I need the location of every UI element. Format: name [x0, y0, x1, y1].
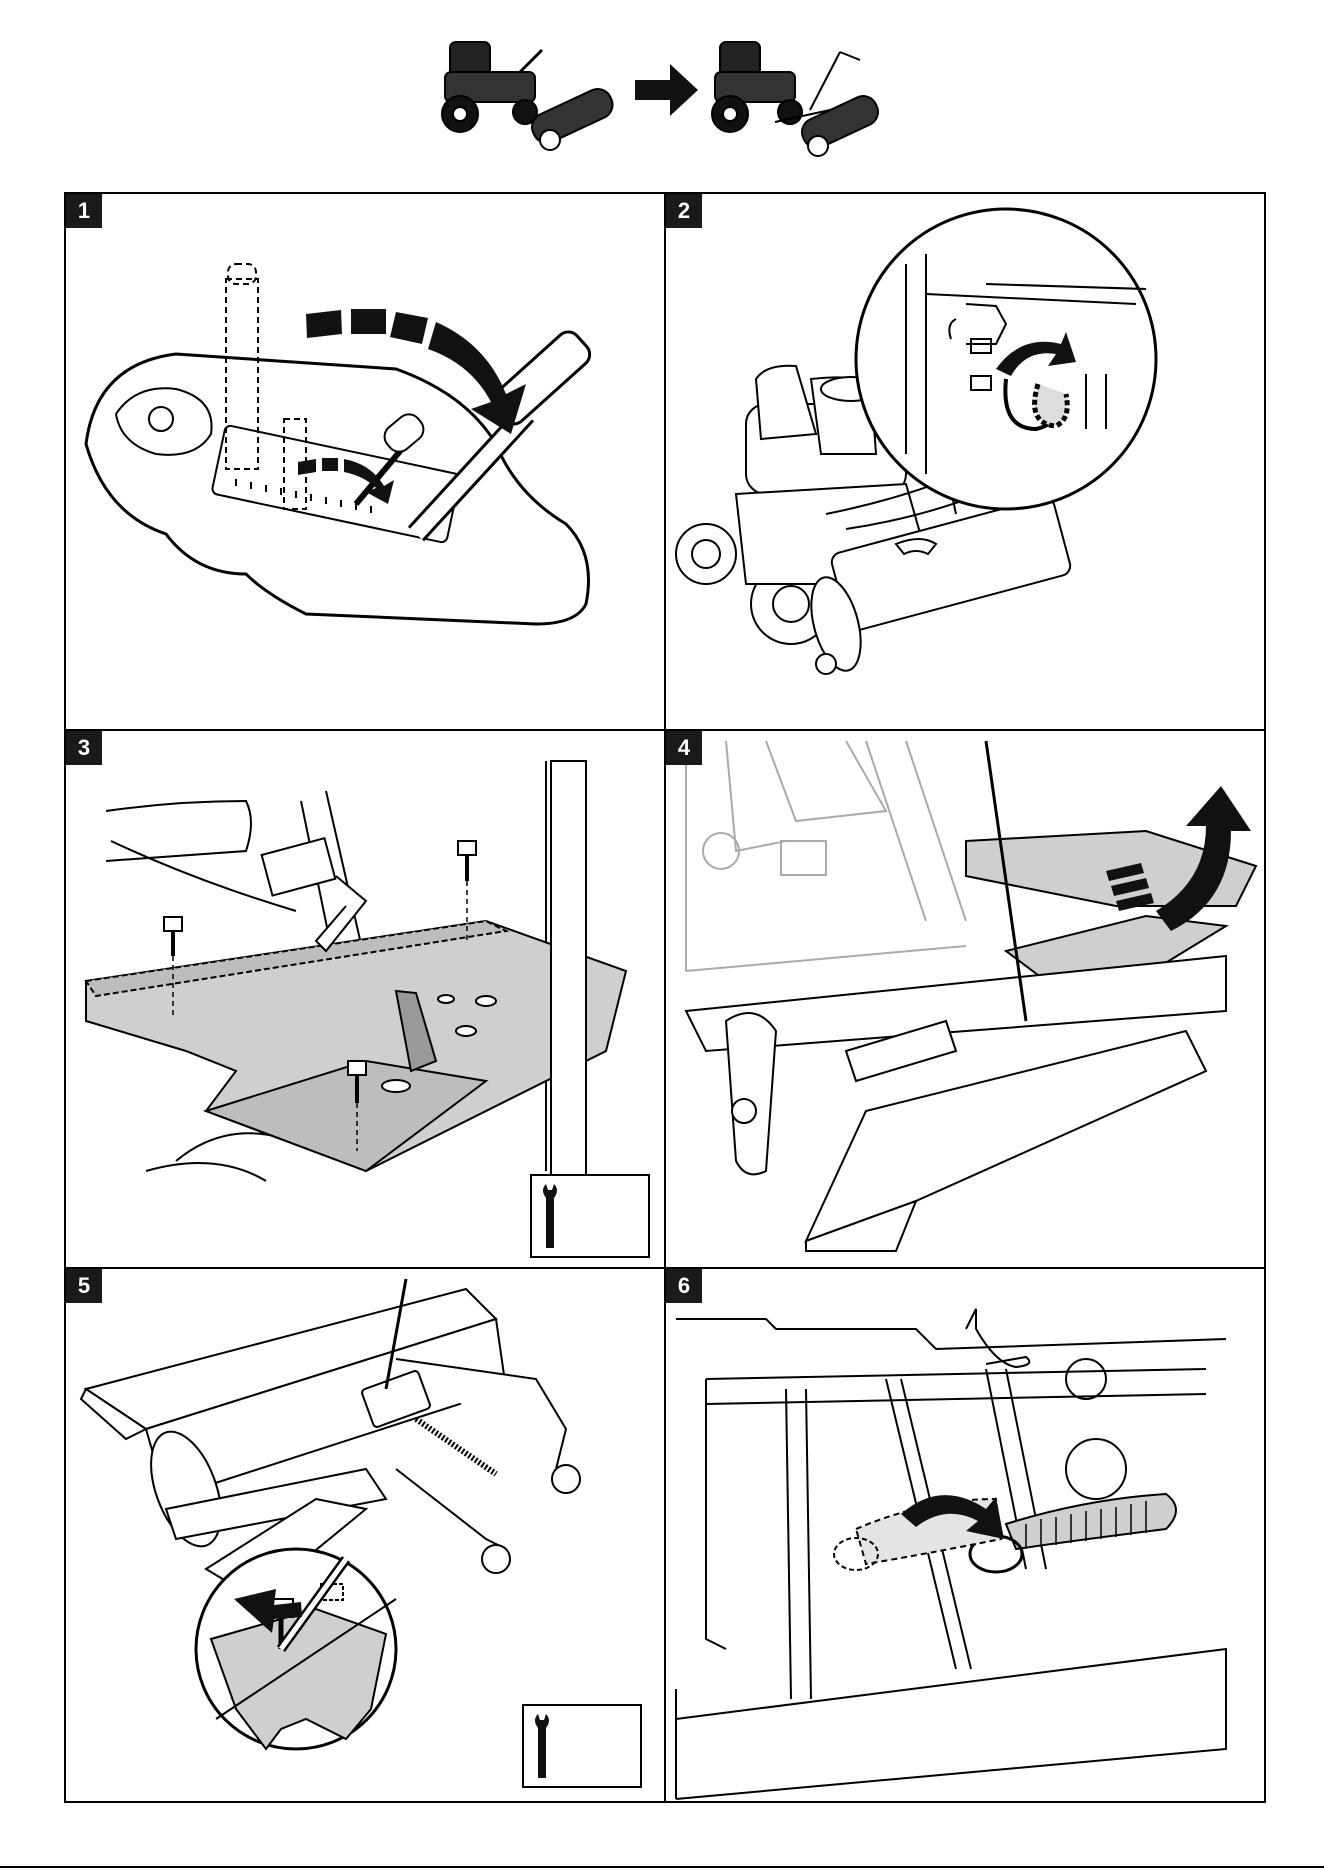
- arrow-right-icon: [635, 64, 698, 116]
- step-number-badge: 6: [666, 1269, 702, 1303]
- step-panel-1: 1: [66, 194, 664, 729]
- step-panel-5: 5: [66, 1269, 664, 1803]
- lever-adjust-illustration: [66, 194, 664, 729]
- step-number-badge: 2: [666, 194, 702, 228]
- spring-detach-illustration: [666, 1269, 1266, 1803]
- cover-lift-illustration: [666, 731, 1266, 1267]
- step-number-badge: 4: [666, 731, 702, 765]
- step-panel-4: 4: [666, 731, 1266, 1267]
- wrench-icon: [532, 1176, 648, 1256]
- wrench-icon: [524, 1706, 640, 1786]
- header-illustration: [430, 22, 890, 172]
- mower-with-roller-icon: [442, 42, 617, 150]
- hook-detach-illustration: [666, 194, 1266, 729]
- step-number-badge: 1: [66, 194, 102, 228]
- tool-indicator-box: [522, 1704, 642, 1788]
- tool-indicator-box: [530, 1174, 650, 1258]
- bolt-icon: [164, 917, 182, 956]
- mower-roller-detached-icon: [712, 42, 883, 156]
- step-panel-6: 6: [666, 1269, 1266, 1803]
- steps-grid: 1: [64, 192, 1266, 1803]
- bolt-icon: [458, 841, 476, 881]
- step-number-badge: 3: [66, 731, 102, 765]
- step-panel-2: 2: [666, 194, 1266, 729]
- step-panel-3: 3: [66, 731, 664, 1267]
- page-footer-rule: [0, 1866, 1324, 1868]
- step-number-badge: 5: [66, 1269, 102, 1303]
